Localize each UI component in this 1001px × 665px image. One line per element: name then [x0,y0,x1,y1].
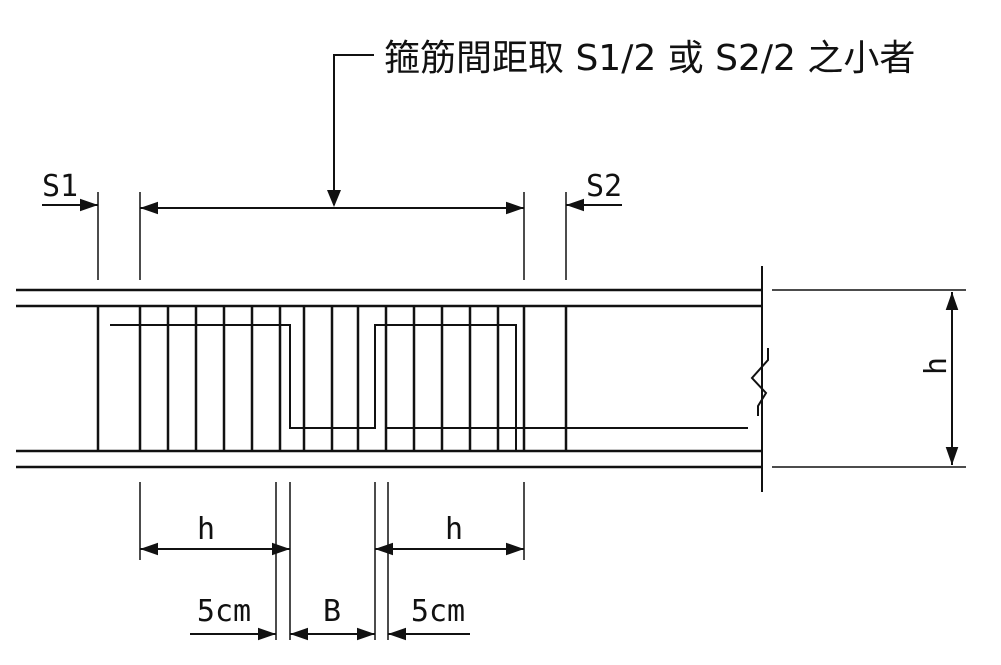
h-label-left: h [197,512,215,547]
bent-up-bar [110,324,517,451]
note-leader-line [333,54,374,205]
depth-h-label: h [919,357,954,375]
stirrup-spacing-note: 箍筋間距取 S1/2 或 S2/2 之小者 [327,38,915,207]
top-dimension-lines: S1 S2 [42,169,622,280]
h-label-right: h [445,512,463,547]
bottom-dimensions: h h 5cm B 5cm [139,482,525,641]
cover-label-left: 5cm [197,594,251,629]
b-label: B [323,594,341,629]
note-text: 箍筋間距取 S1/2 或 S2/2 之小者 [384,38,915,79]
break-symbol [750,348,769,416]
stirrups [96,306,568,451]
note-leader-arrowhead [327,190,341,207]
s2-label: S2 [586,169,622,204]
beam-section [16,266,769,492]
s1-label: S1 [42,169,78,204]
depth-dimension: h [772,289,966,468]
cover-label-right: 5cm [411,594,465,629]
